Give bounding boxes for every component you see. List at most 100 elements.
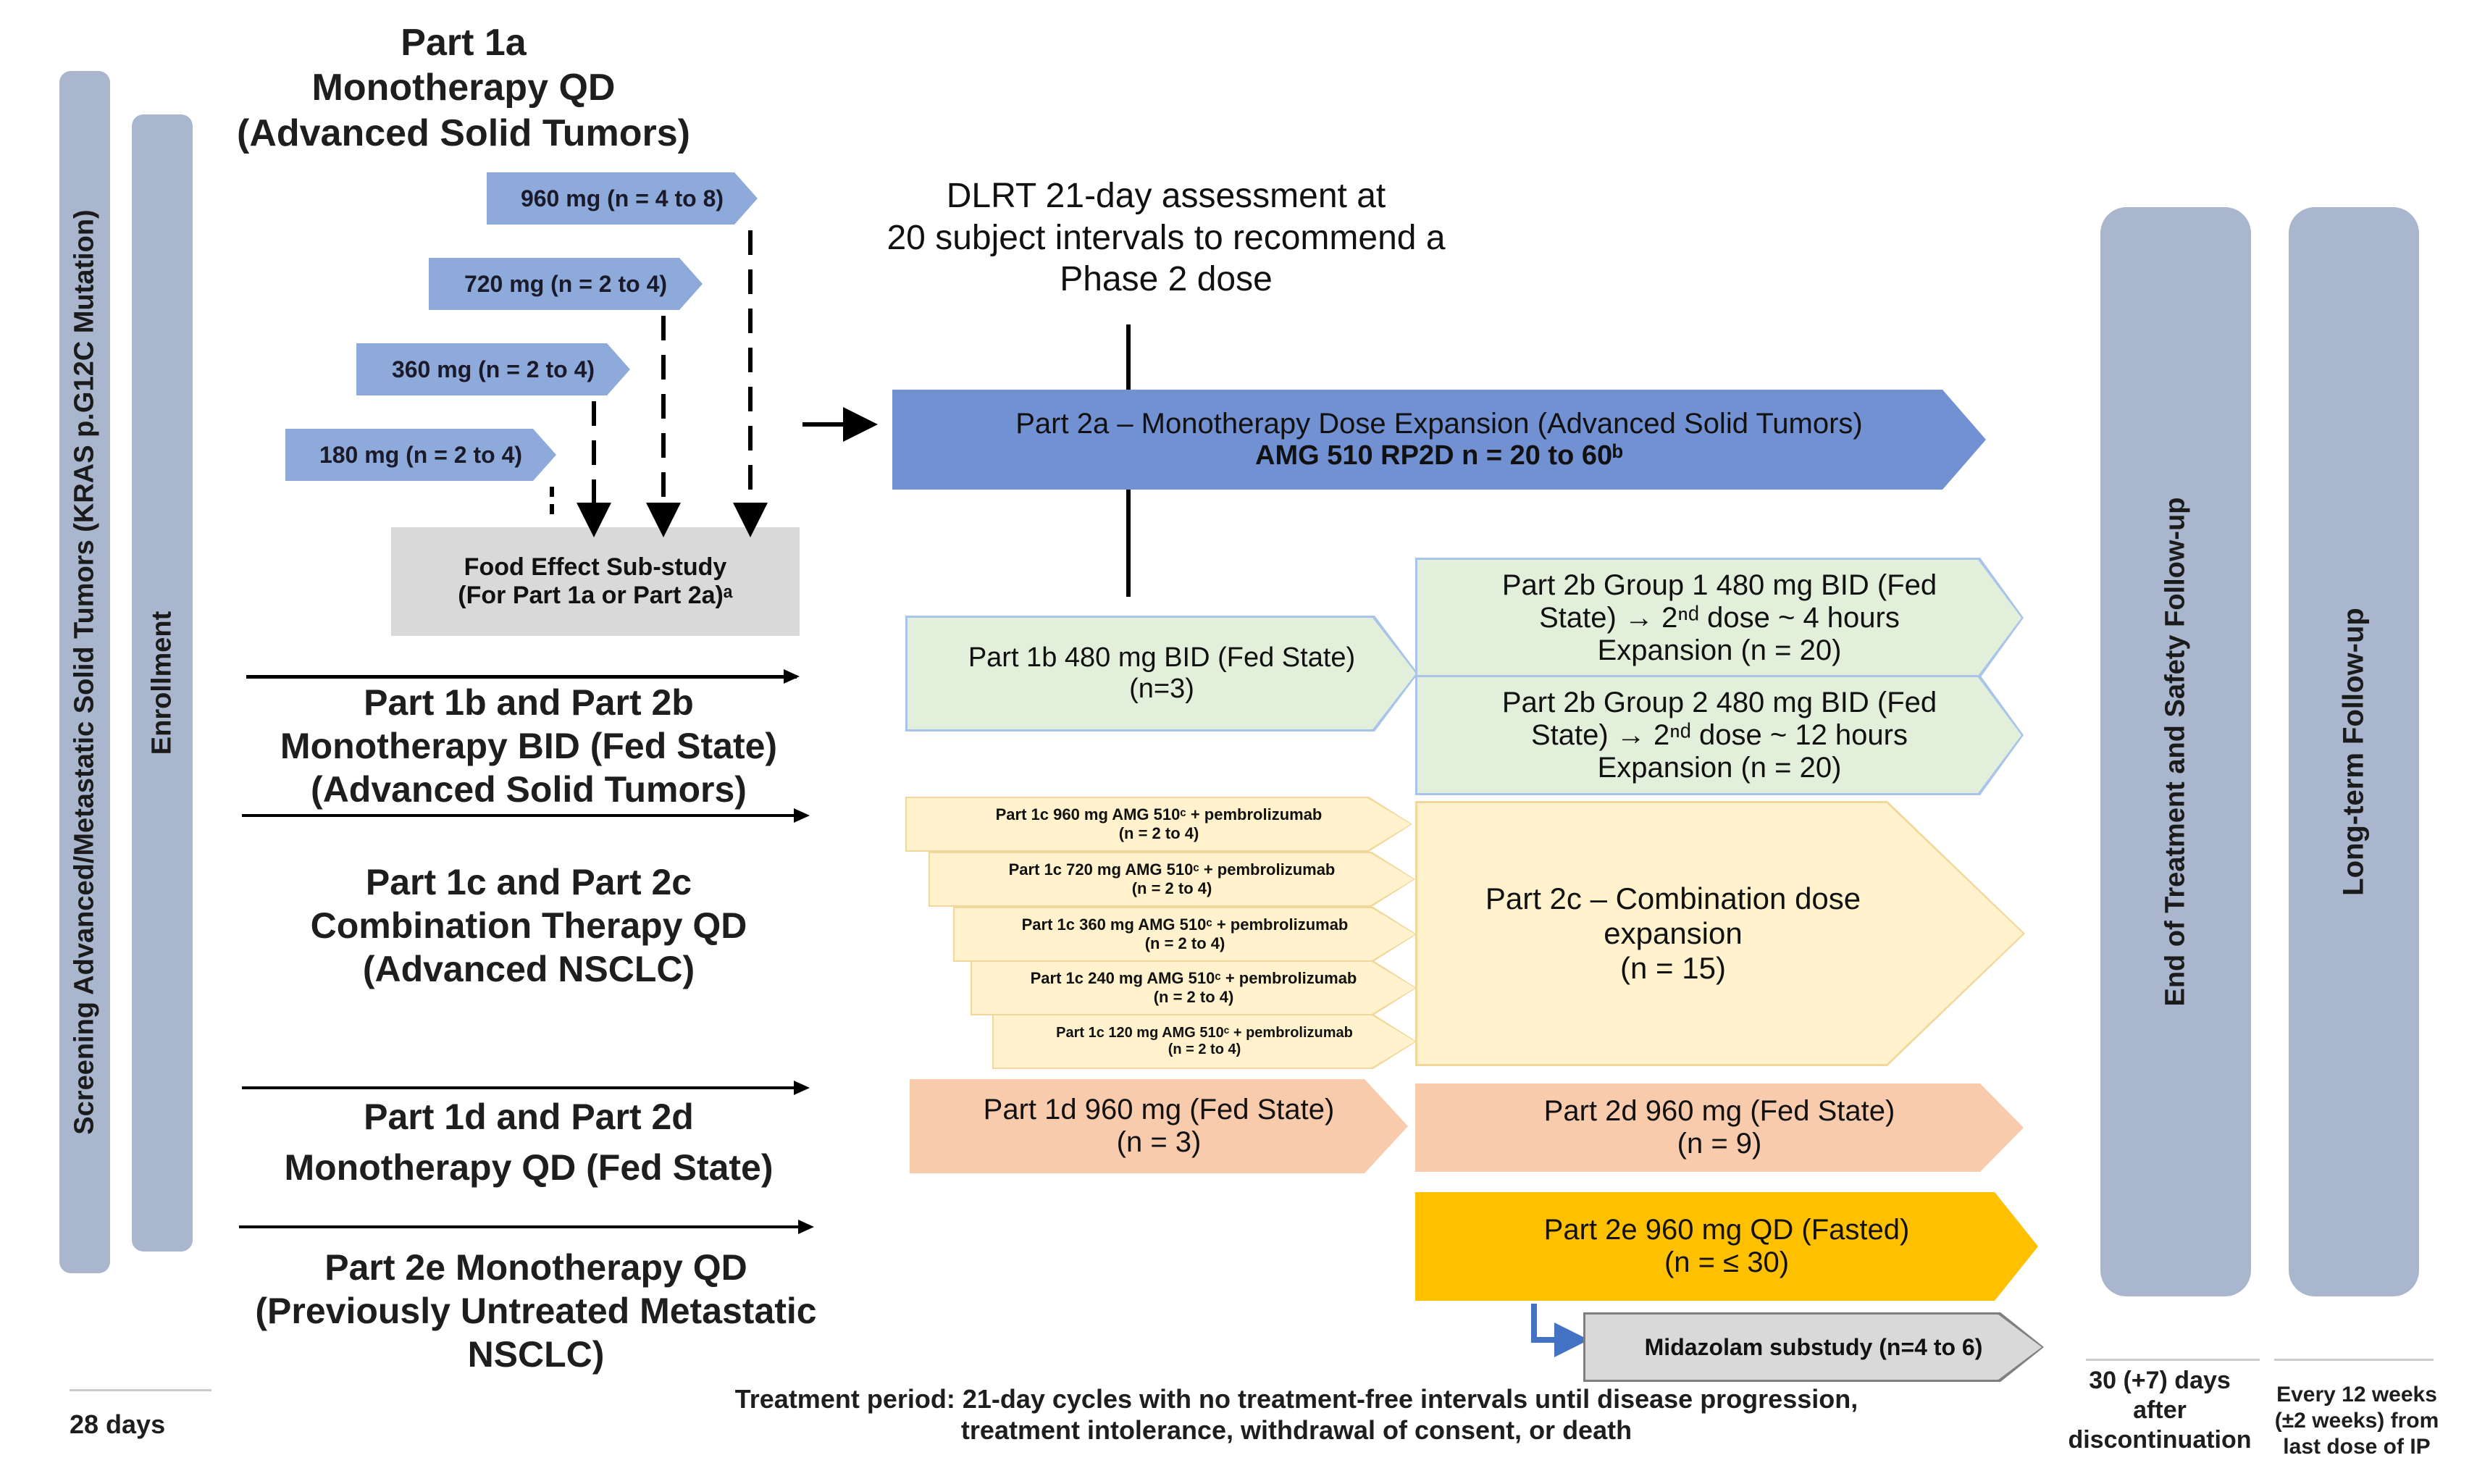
part1b-line1: Part 1b 480 mg BID (Fed State) bbox=[968, 642, 1356, 673]
midazolam-inner: Midazolam substudy (n=4 to 6) bbox=[1585, 1315, 2042, 1380]
part2d-box: Part 2d 960 mg (Fed State) (n = 9) bbox=[1415, 1083, 2024, 1172]
ltfu-divider bbox=[2274, 1359, 2434, 1361]
eot-note: 30 (+7) days after discontinuation bbox=[2051, 1366, 2268, 1454]
eot-note-line1: 30 (+7) days bbox=[2089, 1367, 2231, 1394]
days-label: 28 days bbox=[70, 1409, 166, 1439]
part1a-title-line3: (Advanced Solid Tumors) bbox=[237, 112, 690, 154]
ltfu-note-line1: Every 12 weeks bbox=[2276, 1383, 2437, 1407]
part1b-box: Part 1b 480 mg BID (Fed State) (n=3) bbox=[905, 616, 1418, 731]
dose-180-label: 180 mg (n = 2 to 4) bbox=[319, 441, 523, 468]
midazolam-label: Midazolam substudy (n=4 to 6) bbox=[1644, 1333, 1983, 1360]
part1c-720-line1: Part 1c 720 mg AMG 510ᶜ + pembrolizumab bbox=[1008, 860, 1336, 879]
part1c-box-360-inner: Part 1c 360 mg AMG 510ᶜ + pembrolizumab … bbox=[955, 908, 1415, 960]
eot-note-line3: discontinuation bbox=[2068, 1425, 2252, 1454]
part1c-box-120: Part 1c 120 mg AMG 510ᶜ + pembrolizumab … bbox=[992, 1014, 1417, 1069]
part1b-label: Part 1b and Part 2b Monotherapy BID (Fed… bbox=[217, 681, 840, 811]
ltfu-note: Every 12 weeks (±2 weeks) from last dose… bbox=[2263, 1382, 2451, 1460]
part1c-120-line1: Part 1c 120 mg AMG 510ᶜ + pembrolizumab bbox=[1056, 1025, 1353, 1041]
enrollment-bar: Enrollment bbox=[132, 114, 193, 1252]
food-effect-line1: Food Effect Sub-study bbox=[464, 553, 727, 581]
part2e-box: Part 2e 960 mg QD (Fasted) (n = ≤ 30) bbox=[1415, 1192, 2038, 1301]
part1d-label-line2: Monotherapy QD (Fed State) bbox=[284, 1147, 774, 1188]
part2e-label-line1: Part 2e Monotherapy QD bbox=[324, 1247, 747, 1288]
part2e-line2: (n = ≤ 30) bbox=[1664, 1246, 1790, 1278]
dlrt-line3: Phase 2 dose bbox=[1060, 260, 1273, 299]
treatment-period-line1: Treatment period: 21-day cycles with no … bbox=[734, 1384, 1858, 1414]
days-divider bbox=[70, 1389, 211, 1391]
part2d-line1: Part 2d 960 mg (Fed State) bbox=[1543, 1095, 1895, 1127]
part2b-group1-inner: Part 2b Group 1 480 mg BID (Fed State) →… bbox=[1417, 560, 2021, 676]
part1b-label-line1: Part 1b and Part 2b bbox=[364, 682, 694, 723]
part1c-360-line1: Part 1c 360 mg AMG 510ᶜ + pembrolizumab bbox=[1021, 915, 1349, 934]
screening-bar: Screening Advanced/Metastatic Solid Tumo… bbox=[59, 71, 110, 1273]
part2b-g1-line2: State) → 2ⁿᵈ dose ~ 4 hours bbox=[1539, 601, 1900, 634]
part2c-line1: Part 2c – Combination dose bbox=[1485, 881, 1861, 915]
part2b-group2-inner: Part 2b Group 2 480 mg BID (Fed State) →… bbox=[1417, 677, 2021, 793]
part2c-box: Part 2c – Combination dose expansion (n … bbox=[1415, 801, 2025, 1066]
part1a-title-line1: Part 1a bbox=[401, 22, 527, 64]
part1c-box-960: Part 1c 960 mg AMG 510ᶜ + pembrolizumab … bbox=[905, 797, 1412, 852]
part2a-line1: Part 2a – Monotherapy Dose Expansion (Ad… bbox=[1015, 408, 1863, 440]
dlrt-line1: DLRT 21-day assessment at bbox=[946, 177, 1386, 215]
treatment-period-text: Treatment period: 21-day cycles with no … bbox=[637, 1383, 1956, 1446]
food-effect-box: Food Effect Sub-study (For Part 1a or Pa… bbox=[391, 527, 800, 636]
part2c-inner: Part 2c – Combination dose expansion (n … bbox=[1417, 803, 2023, 1064]
part2b-g1-line1: Part 2b Group 1 480 mg BID (Fed bbox=[1501, 569, 1937, 601]
part1a-title: Part 1a Monotherapy QD (Advanced Solid T… bbox=[210, 20, 717, 156]
part1c-240-line1: Part 1c 240 mg AMG 510ᶜ + pembrolizumab bbox=[1030, 969, 1357, 987]
part1c-box-120-inner: Part 1c 120 mg AMG 510ᶜ + pembrolizumab … bbox=[994, 1015, 1415, 1068]
part1a-title-line2: Monotherapy QD bbox=[311, 67, 616, 109]
part2e-line1: Part 2e 960 mg QD (Fasted) bbox=[1543, 1214, 1910, 1246]
part1d-box: Part 1d 960 mg (Fed State) (n = 3) bbox=[910, 1079, 1408, 1173]
part2e-label-line3: NSCLC) bbox=[467, 1334, 605, 1375]
dose-720-label: 720 mg (n = 2 to 4) bbox=[464, 270, 668, 297]
part2b-g2-line3: Expansion (n = 20) bbox=[1597, 751, 1842, 784]
part1c-box-240: Part 1c 240 mg AMG 510ᶜ + pembrolizumab … bbox=[971, 960, 1417, 1015]
food-effect-line2: (For Part 1a or Part 2a)ᵃ bbox=[458, 582, 733, 609]
dlrt-text: DLRT 21-day assessment at 20 subject int… bbox=[826, 175, 1506, 301]
part1c-box-240-inner: Part 1c 240 mg AMG 510ᶜ + pembrolizumab … bbox=[972, 962, 1415, 1014]
part1b-bottom-line bbox=[242, 808, 810, 823]
midazolam-box: Midazolam substudy (n=4 to 6) bbox=[1583, 1312, 2044, 1382]
part2e-label-line2: (Previously Untreated Metastatic bbox=[255, 1291, 817, 1331]
eot-note-line2: after bbox=[2133, 1396, 2187, 1424]
eot-divider bbox=[2086, 1359, 2260, 1361]
part2a-line2: AMG 510 RP2D n = 20 to 60ᵇ bbox=[1255, 440, 1623, 471]
part1c-box-720: Part 1c 720 mg AMG 510ᶜ + pembrolizumab … bbox=[929, 852, 1415, 907]
part2d-line2: (n = 9) bbox=[1677, 1128, 1762, 1160]
dose-960-arrow: 960 mg (n = 4 to 8) bbox=[487, 172, 758, 225]
part2c-line2: expansion bbox=[1604, 916, 1743, 950]
dose-720-arrow: 720 mg (n = 2 to 4) bbox=[429, 258, 703, 310]
dlrt-line2: 20 subject intervals to recommend a bbox=[887, 218, 1446, 257]
part1c-360-line2: (n = 2 to 4) bbox=[1144, 934, 1225, 952]
dose-180-arrow: 180 mg (n = 2 to 4) bbox=[285, 429, 556, 481]
part1d-line1: Part 1d 960 mg (Fed State) bbox=[983, 1094, 1335, 1125]
ltfu-bar: Long-term Follow-up bbox=[2289, 207, 2419, 1296]
part1b-top-line bbox=[246, 669, 800, 684]
part1c-box-360: Part 1c 360 mg AMG 510ᶜ + pembrolizumab … bbox=[953, 907, 1417, 962]
part2b-group2-box: Part 2b Group 2 480 mg BID (Fed State) →… bbox=[1415, 675, 2024, 795]
part1c-label: Part 1c and Part 2c Combination Therapy … bbox=[217, 860, 840, 991]
ltfu-label: Long-term Follow-up bbox=[2337, 608, 2370, 896]
eot-label: End of Treatment and Safety Follow-up bbox=[2160, 497, 2191, 1007]
part1c-label-line1: Part 1c and Part 2c bbox=[365, 862, 692, 902]
part1d-line2: (n = 3) bbox=[1116, 1126, 1202, 1158]
part2c-line3: (n = 15) bbox=[1620, 951, 1726, 985]
part1c-box-720-inner: Part 1c 720 mg AMG 510ᶜ + pembrolizumab … bbox=[930, 853, 1414, 905]
part2b-g2-line2: State) → 2ⁿᵈ dose ~ 12 hours bbox=[1531, 718, 1908, 751]
dose-360-label: 360 mg (n = 2 to 4) bbox=[391, 356, 595, 382]
part1b-label-line3: (Advanced Solid Tumors) bbox=[311, 769, 747, 810]
part1c-120-line2: (n = 2 to 4) bbox=[1168, 1041, 1241, 1057]
midazolam-connector bbox=[1531, 1304, 1589, 1357]
ltfu-note-line2: (±2 weeks) from bbox=[2274, 1409, 2439, 1433]
part1c-960-line1: Part 1c 960 mg AMG 510ᶜ + pembrolizumab bbox=[995, 805, 1323, 823]
part1c-box-960-inner: Part 1c 960 mg AMG 510ᶜ + pembrolizumab … bbox=[907, 798, 1411, 850]
part2b-g1-line3: Expansion (n = 20) bbox=[1597, 634, 1842, 666]
part2e-label: Part 2e Monotherapy QD (Previously Untre… bbox=[188, 1246, 884, 1376]
part2e-top-line bbox=[239, 1220, 814, 1234]
part1b-box-inner: Part 1b 480 mg BID (Fed State) (n=3) bbox=[908, 618, 1416, 729]
part1b-label-line2: Monotherapy BID (Fed State) bbox=[280, 726, 778, 766]
dose-360-arrow: 360 mg (n = 2 to 4) bbox=[356, 343, 630, 395]
part1d-label: Part 1d and Part 2d Monotherapy QD (Fed … bbox=[217, 1095, 840, 1189]
part1d-top-line bbox=[242, 1081, 810, 1095]
